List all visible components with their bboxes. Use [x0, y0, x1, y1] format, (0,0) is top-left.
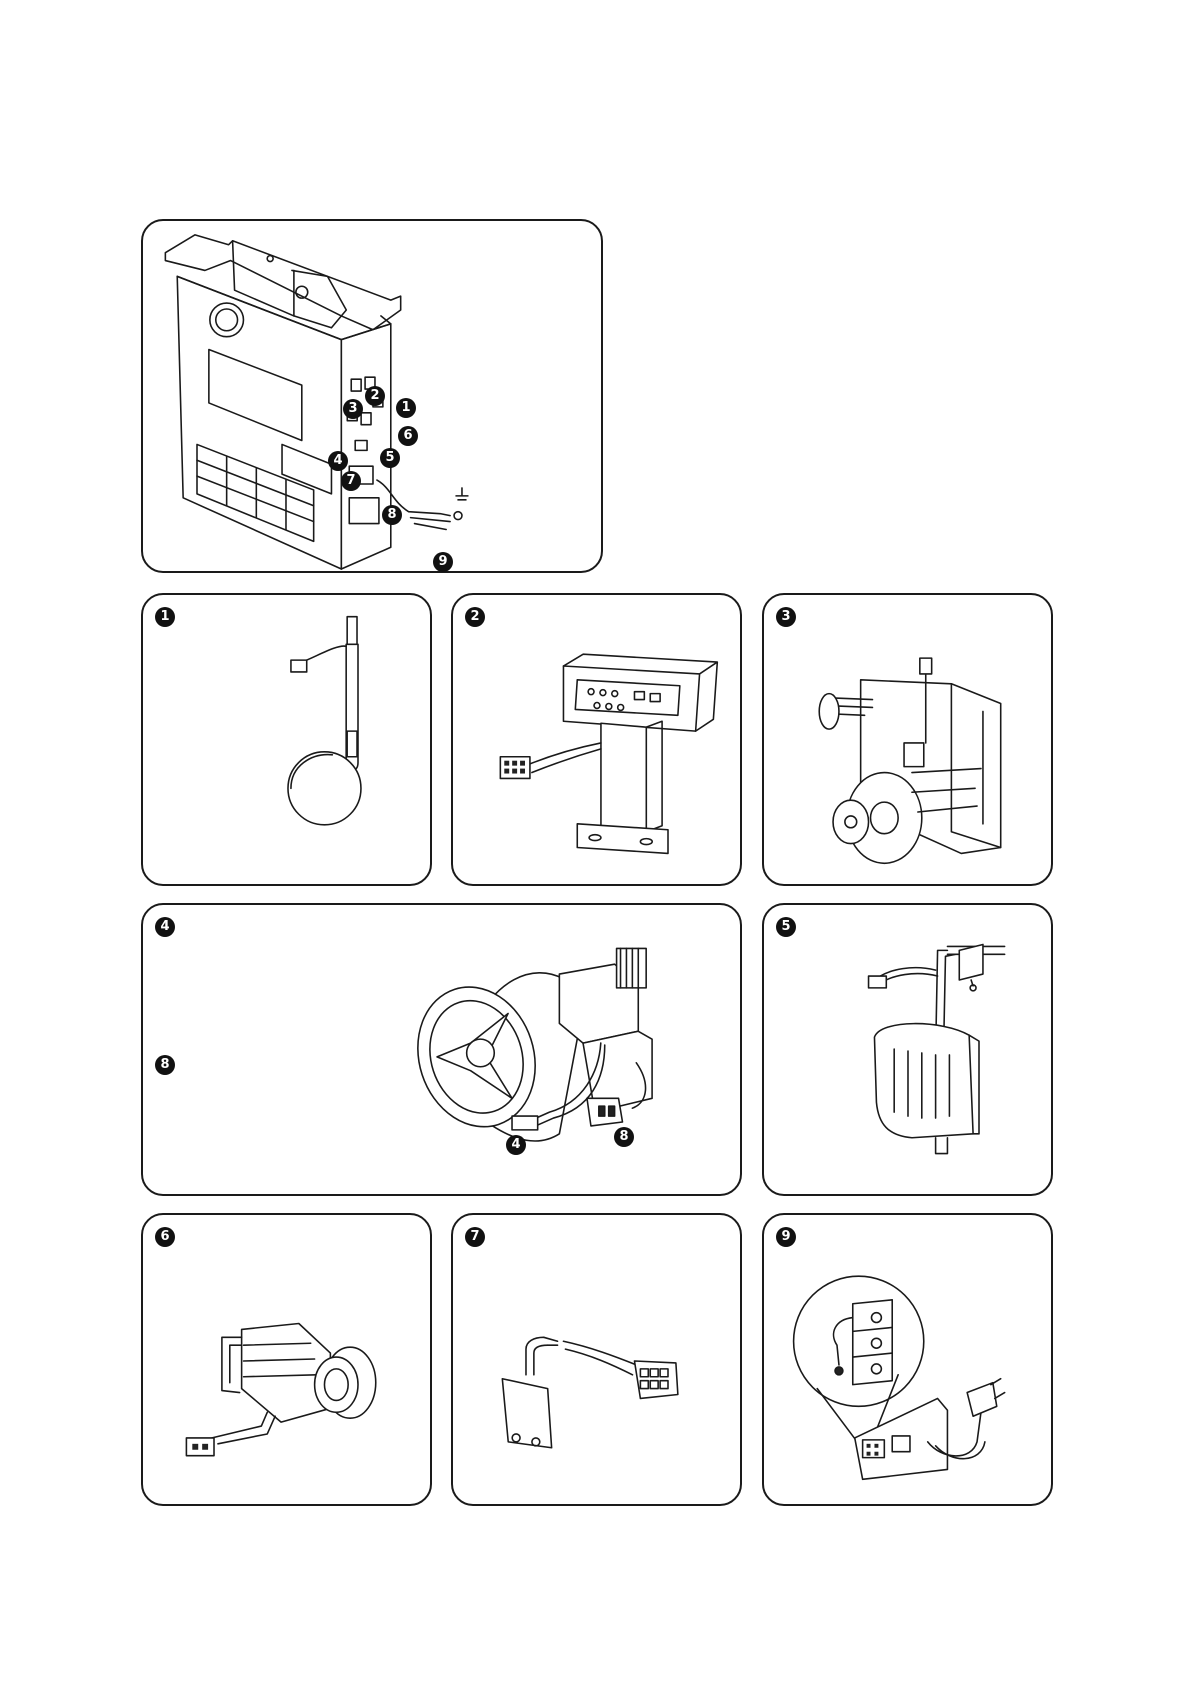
callout-badge-5: 5 — [380, 448, 400, 468]
operation-panel-icon — [453, 595, 740, 884]
callout-badge-4: 4 — [328, 451, 348, 471]
panel-3: 3 — [762, 593, 1053, 886]
panel-9: 9 — [762, 1213, 1053, 1506]
callout-badge-1: 1 — [396, 398, 416, 418]
callout-badge-6: 6 — [398, 426, 418, 446]
solenoid-connector-icon — [453, 1215, 740, 1504]
callout-badge-9: 9 — [433, 552, 453, 572]
overview-panel: 1 2 3 4 5 6 7 8 9 — [141, 219, 603, 573]
motor-callout-4: 4 — [506, 1135, 526, 1155]
motor-callout-8: 8 — [614, 1127, 634, 1147]
callout-badge-2: 2 — [365, 386, 385, 406]
panel-6: 6 — [141, 1213, 432, 1506]
motor-icon — [143, 905, 740, 1194]
panel-5: 5 — [762, 903, 1053, 1196]
panel-2: 2 — [451, 593, 742, 886]
pedal-sensor-icon — [764, 905, 1051, 1194]
callout-badge-8: 8 — [382, 505, 402, 525]
knee-switch-icon — [143, 595, 430, 884]
callout-badge-3: 3 — [343, 399, 363, 419]
synchronizer-icon — [143, 1215, 430, 1504]
callout-badge-7: 7 — [341, 471, 361, 491]
power-plug-icon — [764, 1215, 1051, 1504]
sewing-head-icon — [764, 595, 1051, 884]
panel-7: 7 — [451, 1213, 742, 1506]
panel-1: 1 — [141, 593, 432, 886]
panel-4: 4 8 4 8 — [141, 903, 742, 1196]
